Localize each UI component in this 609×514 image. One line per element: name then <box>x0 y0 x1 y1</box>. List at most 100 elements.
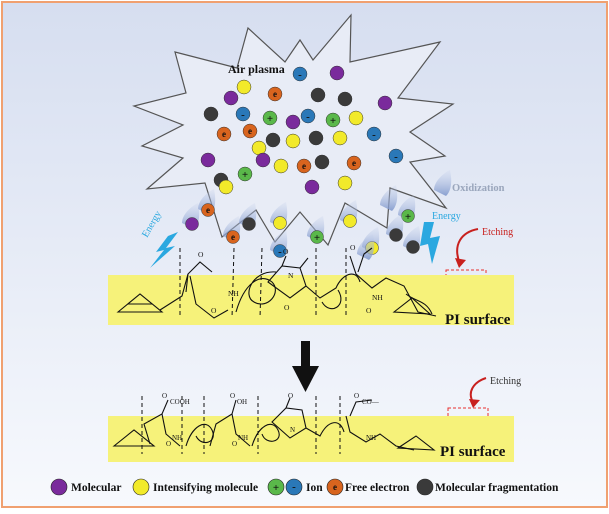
legend-electron-swatch <box>326 478 344 496</box>
cloud-fragmentation-particle-5 <box>310 87 326 103</box>
plasma-droplet-14 <box>357 234 375 260</box>
cloud-ion-plus-particle-13 <box>325 112 341 128</box>
atom-nh-2: NH <box>372 293 383 302</box>
cloud-free-electron-particle-26 <box>296 158 312 174</box>
air-plasma-label: Air plasma <box>228 62 285 76</box>
atom-o-3: O <box>283 247 289 256</box>
cloud-molecular-particle-24 <box>255 152 271 168</box>
drop-intensifying-particle-7 <box>343 214 357 228</box>
cloud-ion-plus-particle-10 <box>262 110 278 126</box>
atom-nh-4: NH <box>238 434 248 442</box>
etching-label-bottom: Etching <box>490 376 521 387</box>
cloud-free-electron-sign-26: e <box>302 161 306 171</box>
drop-ion-minus-particle-5 <box>273 244 287 258</box>
legend-electron-sign: e <box>333 482 337 492</box>
cloud-ion-minus-sign-12: - <box>306 111 310 123</box>
legend-fragmentation-swatch <box>416 478 434 496</box>
cloud-intensifying-particle-3 <box>236 79 252 95</box>
atom-nh-5: NH <box>366 434 376 442</box>
cloud-intensifying-particle-25 <box>273 158 289 174</box>
legend-molecular-swatch <box>50 478 68 496</box>
atom-o-4: O <box>284 303 290 312</box>
atom-o-5: O <box>350 243 356 252</box>
drop-intensifying-particle-4 <box>273 216 287 230</box>
drop-fragmentation-particle-3 <box>242 217 256 231</box>
plasma-droplet-12 <box>380 185 398 211</box>
cloud-ion-minus-particle-21 <box>366 126 382 142</box>
lightning-bolt-left-icon <box>150 232 178 268</box>
process-arrow-shaft <box>301 341 310 367</box>
etching-label-top: Etching <box>482 227 513 238</box>
drop-ion-plus-sign-6: + <box>314 232 320 244</box>
cloud-ion-plus-sign-10: + <box>267 113 273 125</box>
cloud-molecular-particle-7 <box>377 95 393 111</box>
cloud-intensifying-particle-34 <box>218 179 234 195</box>
cloud-intensifying-particle-18 <box>285 133 301 149</box>
legend-ion-minus-sign: - <box>292 481 296 493</box>
drop-fragmentation-particle-11 <box>406 240 420 254</box>
polymer-dashes-bottom <box>141 396 341 454</box>
plasma-starburst <box>132 13 455 247</box>
pi-surface-label-top: PI surface <box>445 312 511 328</box>
drop-free-electron-particle-2 <box>226 230 240 244</box>
polymer-chain-bottom <box>112 397 436 451</box>
cloud-free-electron-sign-4: e <box>273 89 277 99</box>
cloud-molecular-particle-32 <box>304 179 320 195</box>
cloud-ion-plus-sign-13: + <box>330 115 336 127</box>
etching-arrowhead-bottom <box>469 399 480 408</box>
cloud-fragmentation-particle-8 <box>203 106 219 122</box>
cloud-intensifying-particle-33 <box>337 175 353 191</box>
atom-o-9: O <box>288 392 293 400</box>
etching-arrowhead-top <box>455 258 466 268</box>
atom-o-7: O <box>162 392 167 400</box>
cloud-free-electron-particle-15 <box>216 126 232 142</box>
legend-ion-minus-swatch <box>285 478 303 496</box>
atom-o-8: O <box>230 392 235 400</box>
polymer-chain-top <box>116 247 437 319</box>
plasma-droplet-13 <box>434 170 452 196</box>
cloud-free-electron-sign-28: e <box>352 158 356 168</box>
atom-n-1: N <box>288 271 294 280</box>
cloud-free-electron-particle-4 <box>267 86 283 102</box>
atom-o-11: O <box>166 440 171 448</box>
atom-nh-1: NH <box>228 289 239 298</box>
cloud-fragmentation-particle-17 <box>265 132 281 148</box>
drop-molecular-particle-1 <box>185 217 199 231</box>
polymer-dashes-top <box>179 247 347 319</box>
atom-n-2: N <box>290 426 295 434</box>
cloud-intensifying-particle-20 <box>332 130 348 146</box>
cloud-free-electron-sign-16: e <box>248 126 252 136</box>
cloud-ion-minus-particle-9 <box>235 106 251 122</box>
cloud-ion-minus-particle-29 <box>388 148 404 164</box>
cloud-ion-plus-sign-30: + <box>242 169 248 181</box>
drop-ion-minus-sign-5: - <box>278 246 282 258</box>
drop-ion-plus-particle-6 <box>310 230 324 244</box>
lightning-bolt-right-icon <box>420 222 440 264</box>
legend-ion-plus-swatch <box>267 478 285 496</box>
cloud-ion-minus-particle-0 <box>292 66 308 82</box>
atom-o-1: O <box>198 250 204 259</box>
legend-electron-label: Free electron <box>345 482 410 494</box>
atom-o-10: O <box>354 392 359 400</box>
atom-o-6: O <box>366 306 372 315</box>
oh-group-label: OH <box>237 398 247 406</box>
drop-ion-plus-sign-9: + <box>405 211 411 223</box>
cloud-molecular-particle-23 <box>200 152 216 168</box>
etching-box-bottom <box>447 407 489 423</box>
atom-nh-3: NH <box>172 434 182 442</box>
drop-free-electron-sign-2: e <box>231 232 235 242</box>
ester-group-label: CO— <box>362 398 380 406</box>
process-arrow-head-icon <box>292 366 319 392</box>
oxidization-label: Oxidization <box>452 183 505 194</box>
energy-label-right: Energy <box>432 211 461 222</box>
legend-ion-plus-sign: + <box>273 482 279 494</box>
pi-surface-band-bottom <box>108 416 514 462</box>
cooh-group-label: COOH <box>170 398 190 406</box>
legend: Molecular Intensifying molecule + - Ion … <box>50 478 559 496</box>
cloud-free-electron-particle-16 <box>242 123 258 139</box>
atom-o-2: O <box>211 306 217 315</box>
cloud-molecular-particle-1 <box>329 65 345 81</box>
cloud-ion-minus-sign-0: - <box>298 69 302 81</box>
cloud-free-electron-particle-28 <box>346 155 362 171</box>
